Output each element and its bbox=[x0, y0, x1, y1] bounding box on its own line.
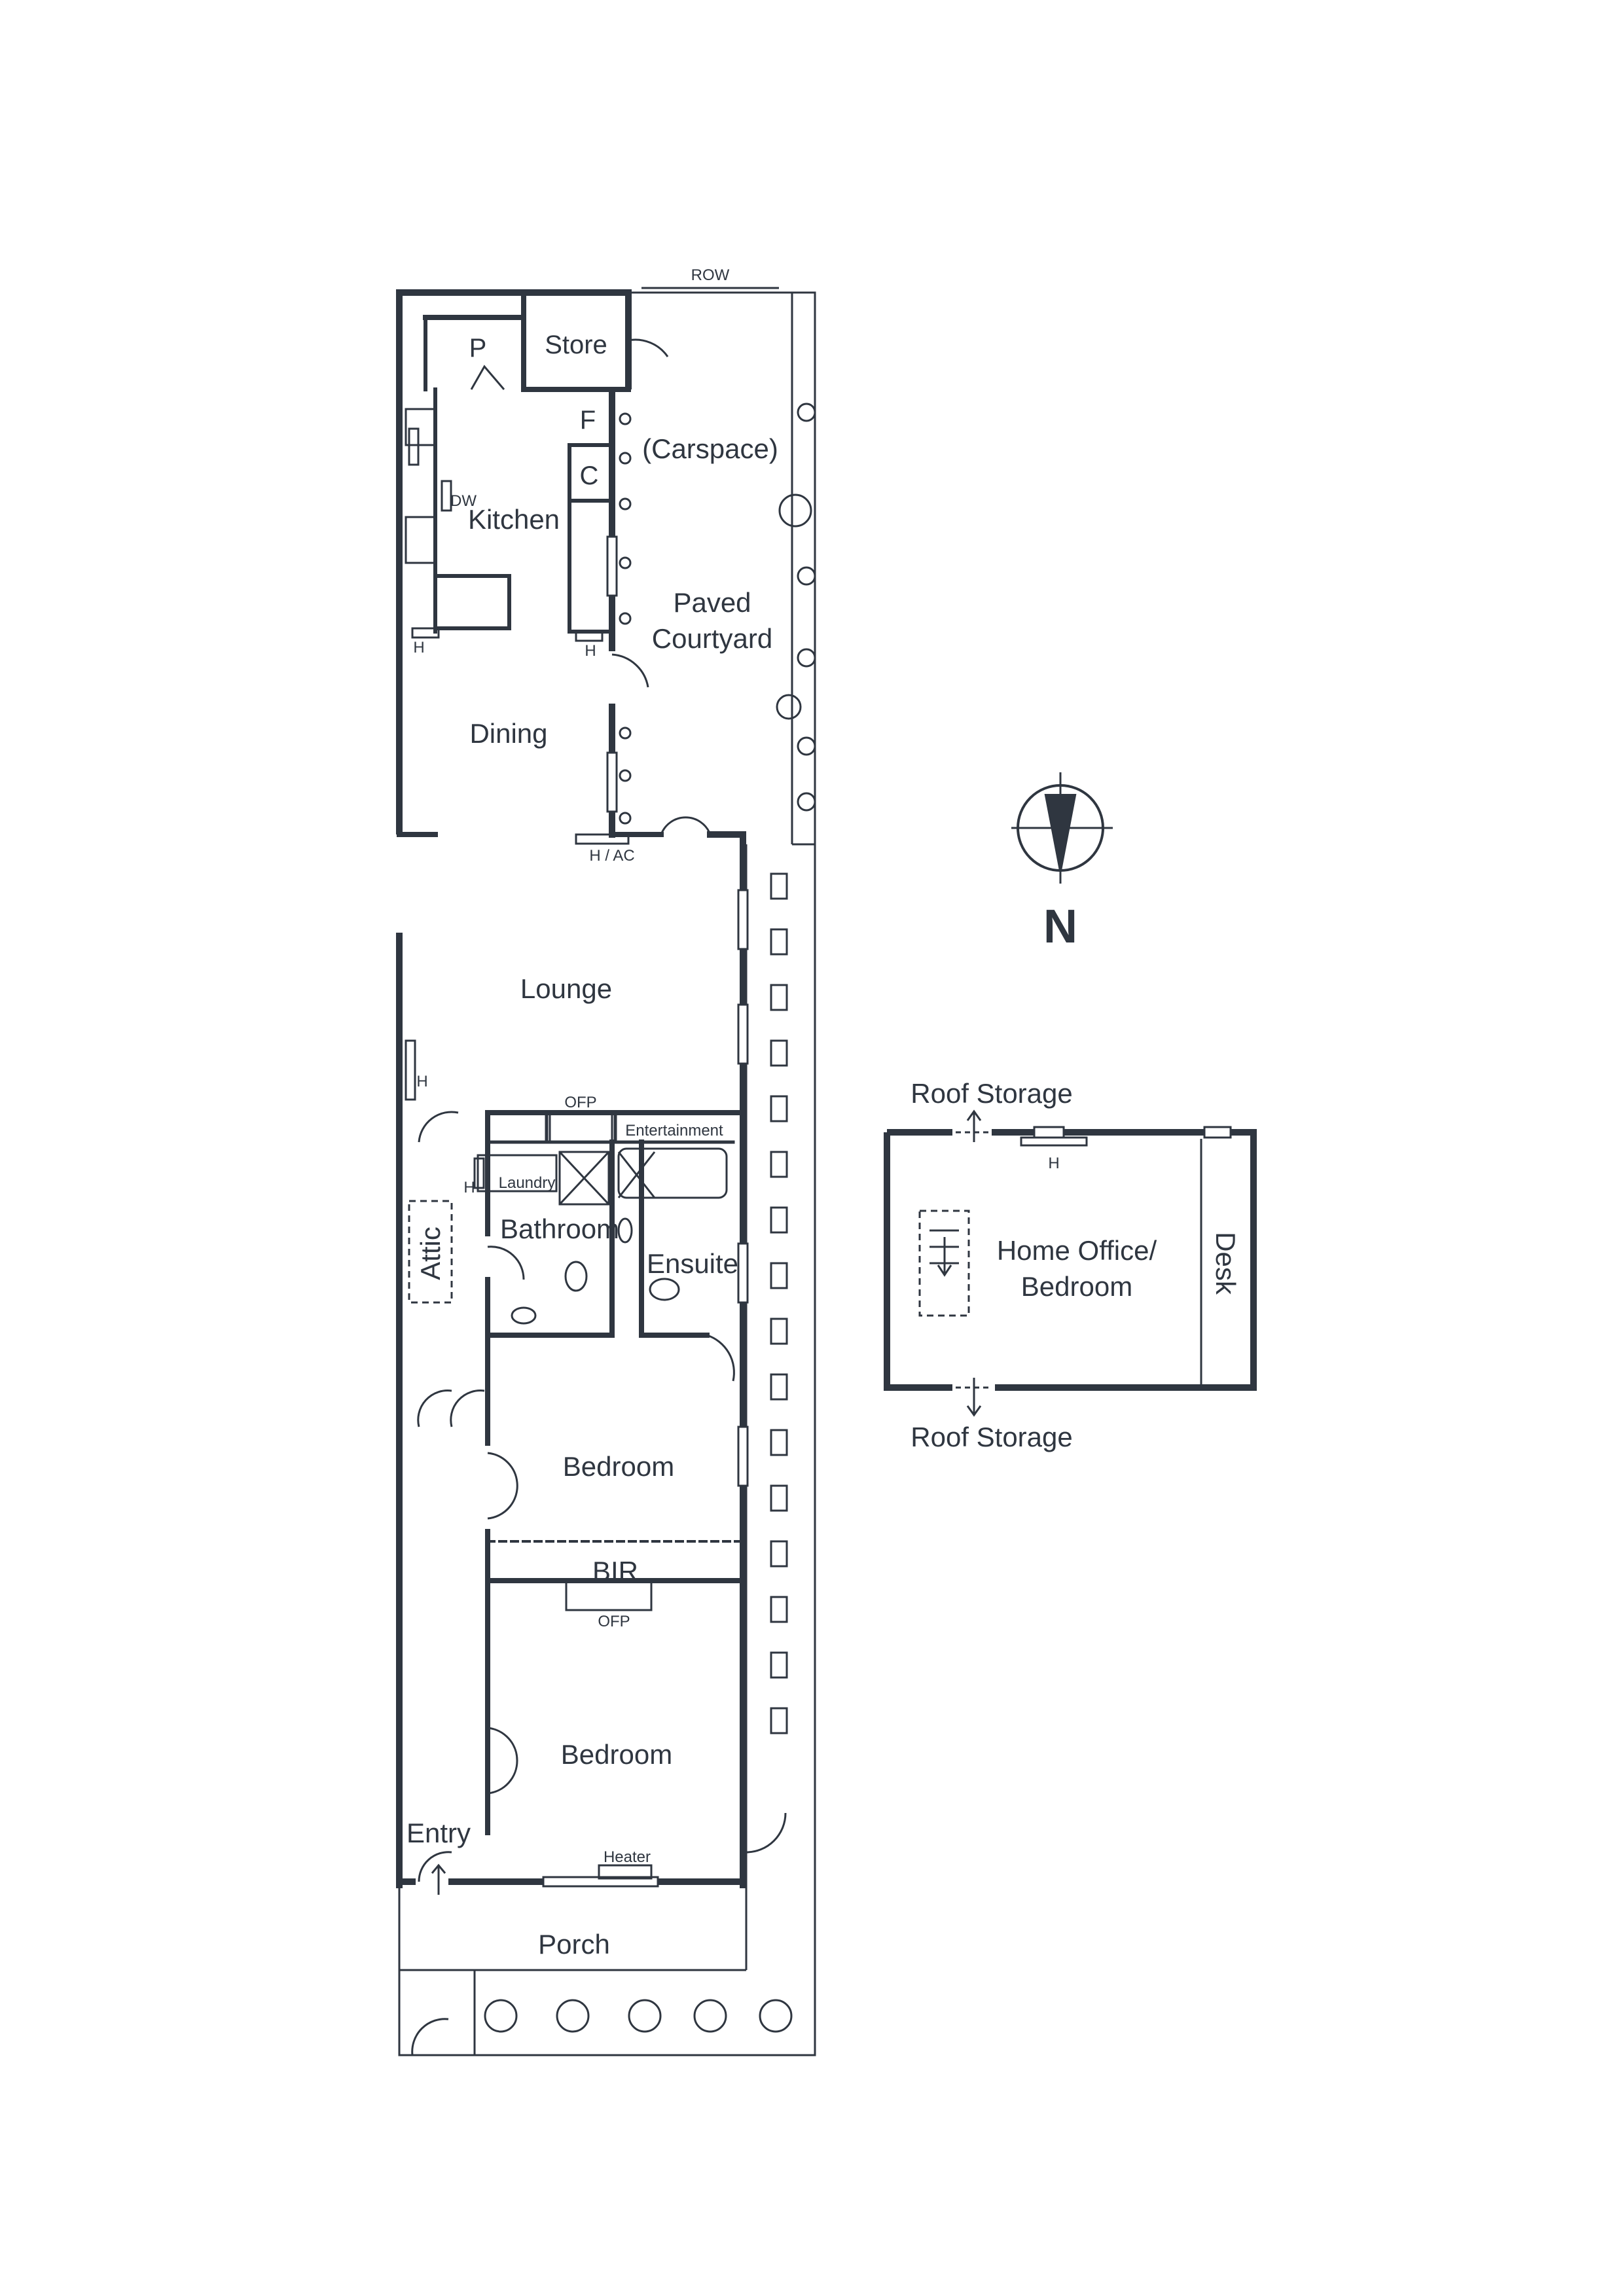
attic-hatch bbox=[408, 1200, 453, 1304]
label-bathroom: Bathroom bbox=[500, 1213, 619, 1244]
label-fridge: F bbox=[580, 406, 596, 435]
label-pantry: P bbox=[469, 334, 487, 363]
laundry-box bbox=[477, 1154, 558, 1193]
heater-icon bbox=[598, 1864, 653, 1880]
room-labels: ROW P Store F C (Carspace) DW Kitchen Pa… bbox=[406, 266, 1241, 1960]
fireplace-icon bbox=[565, 1579, 653, 1611]
label-carspace: (Carspace) bbox=[642, 433, 778, 464]
label-dishwasher: DW bbox=[450, 492, 477, 510]
courtyard-outline bbox=[398, 287, 816, 2056]
label-ofp-bedroom: OFP bbox=[598, 1613, 630, 1630]
label-dining: Dining bbox=[469, 718, 547, 749]
north-arrow-icon bbox=[1011, 772, 1113, 884]
label-north: N bbox=[1043, 901, 1077, 953]
main-walls bbox=[396, 289, 746, 1888]
lounge-fireplace-icon bbox=[549, 1111, 613, 1143]
label-ofp-lounge: OFP bbox=[564, 1094, 596, 1111]
dishwasher-icon bbox=[441, 480, 452, 512]
toilet-icon bbox=[564, 1261, 588, 1292]
label-row: ROW bbox=[691, 266, 730, 284]
label-bir: BIR bbox=[592, 1556, 638, 1587]
label-kitchen: Kitchen bbox=[468, 504, 560, 535]
label-roof-storage-bottom: Roof Storage bbox=[911, 1422, 1073, 1452]
label-cupboard: C bbox=[580, 461, 599, 490]
label-heater: Heater bbox=[604, 1848, 651, 1866]
label-porch: Porch bbox=[538, 1929, 610, 1960]
label-entry: Entry bbox=[406, 1818, 471, 1848]
label-entertainment: Entertainment bbox=[625, 1122, 723, 1139]
label-attic: Attic bbox=[415, 1227, 446, 1280]
ensuite-toilet-icon bbox=[649, 1278, 680, 1301]
basin-icon bbox=[511, 1306, 537, 1325]
label-ensuite: Ensuite bbox=[647, 1248, 738, 1279]
plant-icons bbox=[484, 403, 816, 2033]
ensuite-basin-icon bbox=[617, 1217, 633, 1244]
label-desk: Desk bbox=[1210, 1232, 1241, 1295]
bath-icon bbox=[617, 1147, 728, 1199]
label-roof-storage-top: Roof Storage bbox=[911, 1078, 1073, 1109]
fixtures bbox=[405, 408, 728, 1895]
label-courtyard: Courtyard bbox=[652, 623, 772, 654]
label-heater-office: H bbox=[1048, 1155, 1059, 1172]
label-bedroom-1: Bedroom bbox=[563, 1451, 674, 1482]
label-store: Store bbox=[545, 331, 607, 359]
stair-hatch bbox=[918, 1210, 970, 1317]
paver-strip bbox=[770, 872, 788, 1734]
label-heater-lounge: H bbox=[416, 1073, 427, 1090]
label-heater-laundry: H bbox=[463, 1179, 475, 1196]
cooktop-icon bbox=[405, 408, 437, 446]
sink-icon bbox=[405, 516, 437, 564]
label-heater-kitchen: H bbox=[413, 639, 424, 656]
label-bedroom-2: Bedroom bbox=[561, 1739, 672, 1770]
shower-icon bbox=[558, 1151, 610, 1206]
home-office-walls bbox=[884, 1109, 1257, 1417]
label-heater-courtyard: H bbox=[585, 642, 596, 660]
label-laundry: Laundry bbox=[499, 1174, 556, 1192]
label-home-office-1: Home Office/ bbox=[997, 1235, 1157, 1266]
label-lounge: Lounge bbox=[520, 973, 612, 1004]
label-home-office-2: Bedroom bbox=[1021, 1271, 1132, 1302]
label-paved: Paved bbox=[673, 587, 751, 618]
door-swings bbox=[411, 338, 787, 2056]
label-h-ac: H / AC bbox=[589, 847, 634, 865]
